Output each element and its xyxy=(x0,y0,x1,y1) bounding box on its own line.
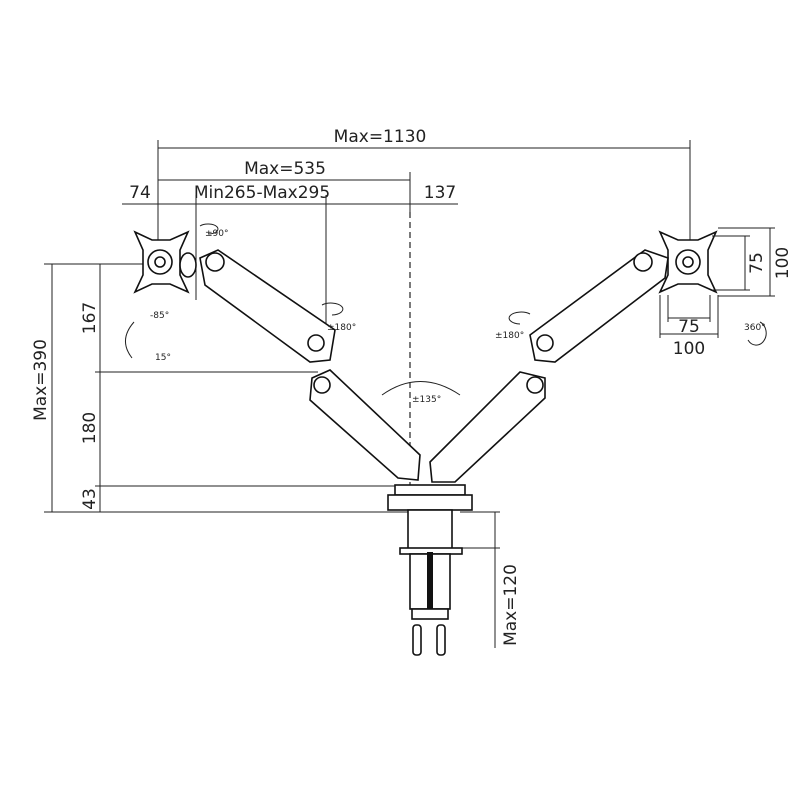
dim-half-width: Max=535 xyxy=(244,159,326,179)
dim-vesa-small-h: 75 xyxy=(678,317,700,337)
dim-center-offset: 137 xyxy=(424,183,456,203)
top-dimensions: Max=1130 Max=535 74 Min265-Max295 137 xyxy=(122,127,691,330)
dim-arm-reach: Min265-Max295 xyxy=(194,183,330,203)
swivel-arrow-icon xyxy=(199,223,219,235)
rotation-arrow-icon xyxy=(747,321,767,346)
dim-upper-height: 167 xyxy=(80,302,100,334)
dim-vesa-large-h: 100 xyxy=(673,339,705,359)
angle-tilt-down: 15° xyxy=(155,353,171,363)
dim-total-height: Max=390 xyxy=(31,339,51,421)
left-elbow-arrow-icon xyxy=(321,302,344,316)
right-upper-arm xyxy=(529,249,669,363)
dim-vesa-large-v: 100 xyxy=(773,247,793,279)
angle-annotations: -85° 15° ±90° ±180° ±180° ±135° 360° xyxy=(125,223,767,405)
angle-right-elbow: ±180° xyxy=(495,331,524,341)
dim-total-width: Max=1130 xyxy=(334,127,427,147)
vesa-dimensions: 75 100 75 100 xyxy=(659,227,793,359)
base-rotation-arrow-icon xyxy=(381,381,461,396)
angle-tilt-up: -85° xyxy=(150,311,169,321)
right-vesa-plate xyxy=(658,230,718,294)
left-dimensions: Max=390 167 180 43 xyxy=(31,263,410,513)
tilt-arrow-icon xyxy=(125,321,135,359)
angle-rotation: 360° xyxy=(744,323,766,333)
right-elbow-arrow-icon xyxy=(508,311,531,325)
lower-arms xyxy=(309,369,546,483)
dim-clamp-thickness: Max=120 xyxy=(501,564,521,646)
left-vesa-plate xyxy=(133,230,197,294)
dim-left-offset: 74 xyxy=(129,183,151,203)
dim-base-height: 43 xyxy=(80,488,100,510)
base-clamp xyxy=(387,484,473,656)
angle-base-rotation: ±135° xyxy=(412,395,441,405)
angle-swivel-head: ±90° xyxy=(205,229,229,239)
dim-vesa-small-v: 75 xyxy=(747,252,767,274)
angle-left-elbow: ±180° xyxy=(327,323,356,333)
left-upper-arm xyxy=(199,249,336,363)
dim-mid-height: 180 xyxy=(80,412,100,444)
clamp-dimension: Max=120 xyxy=(450,511,521,648)
